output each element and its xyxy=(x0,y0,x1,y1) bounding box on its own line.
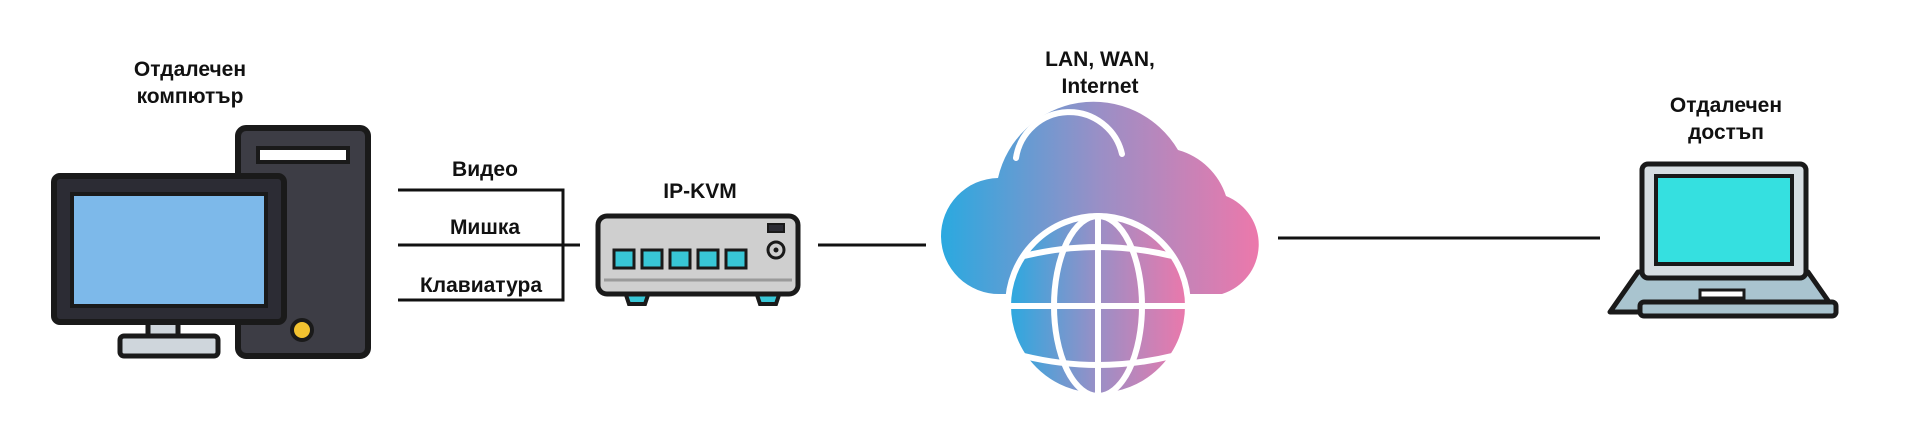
remote-computer-label: Отдалечен компютър xyxy=(112,56,268,110)
remote-access-label-line1: Отдалечен xyxy=(1669,94,1783,117)
cloud-globe-icon xyxy=(941,101,1259,399)
desktop-computer-icon xyxy=(51,125,371,359)
network-label: LAN, WAN, Internet xyxy=(1010,46,1190,100)
remote-access-label-line2: достъп xyxy=(1688,121,1764,144)
keyboard-label: Клавиатура xyxy=(419,274,543,297)
mouse-label: Мишка xyxy=(449,216,521,239)
remote-access-label: Отдалечен достъп xyxy=(1648,92,1804,146)
remote-computer-label-line2: компютър xyxy=(136,85,244,108)
remote-computer-label-line1: Отдалечен xyxy=(133,58,247,81)
video-mouse-keyboard-cables xyxy=(398,188,580,302)
laptop-icon xyxy=(1607,161,1839,319)
network-label-line2: Internet xyxy=(1061,75,1139,98)
network-label-line1: LAN, WAN, xyxy=(1045,48,1155,71)
ip-kvm-switch-icon xyxy=(595,213,801,306)
video-label: Видео xyxy=(452,158,518,181)
ipkvm-label: IP-KVM xyxy=(663,180,737,203)
